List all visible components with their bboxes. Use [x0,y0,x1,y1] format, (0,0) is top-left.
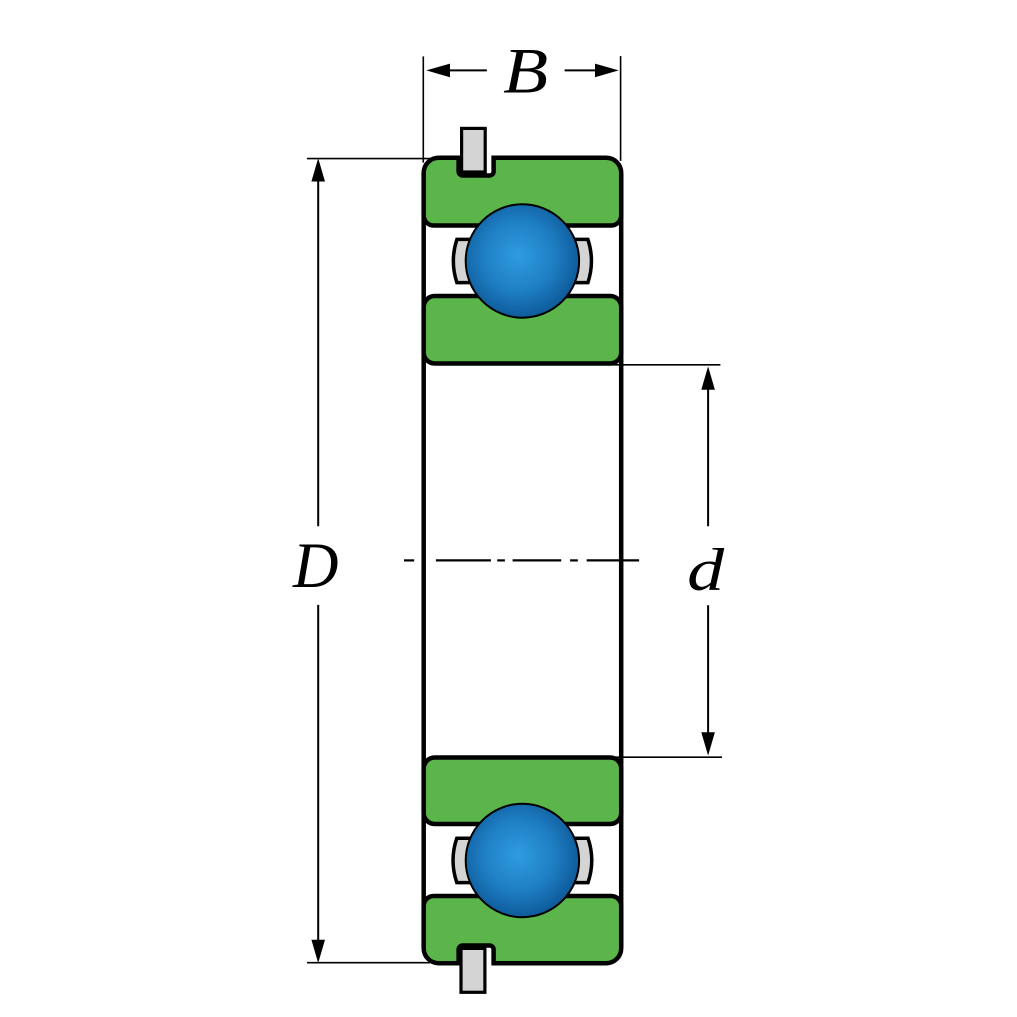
svg-text:D: D [292,530,338,601]
svg-text:B: B [503,36,548,107]
svg-text:d: d [687,537,725,603]
